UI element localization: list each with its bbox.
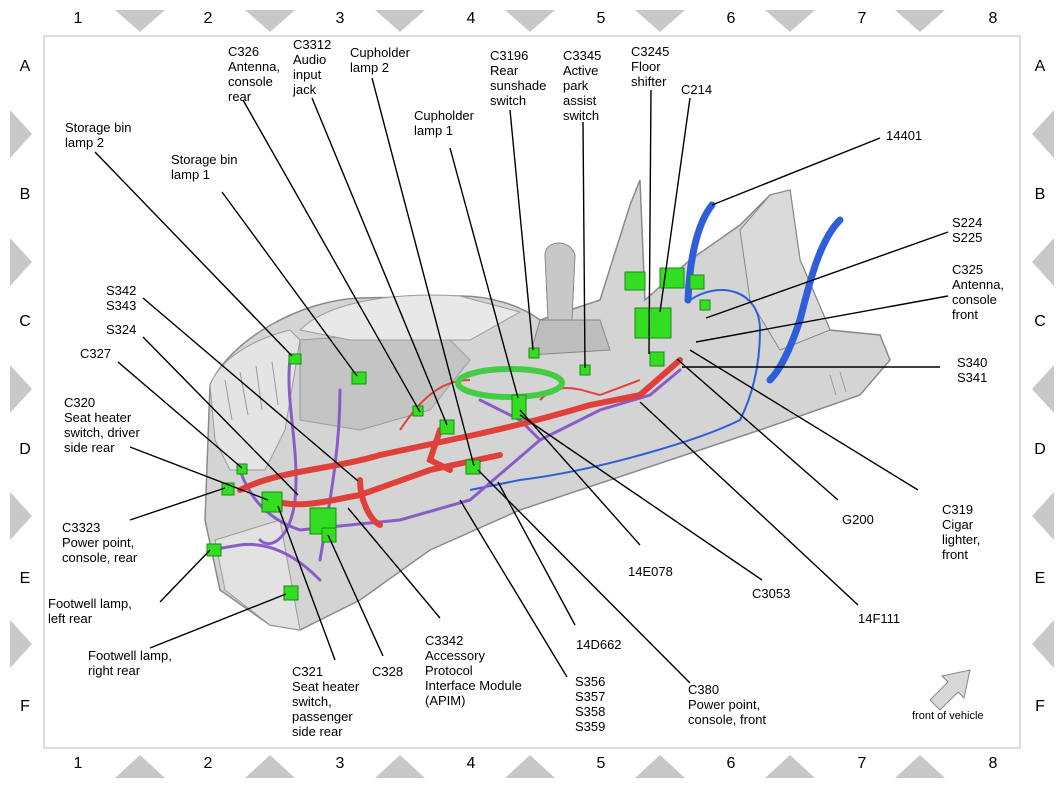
grid-row-left-A: A xyxy=(19,58,31,75)
label-c327: C327 xyxy=(80,346,112,361)
grid-col-bottom-5: 5 xyxy=(596,755,606,772)
right-border-triangles xyxy=(1032,110,1054,668)
grid-col-bottom-7: 7 xyxy=(857,755,867,772)
grid-col-top-7: 7 xyxy=(857,10,867,27)
grid-row-right-F: F xyxy=(1035,698,1045,715)
grid-col-bottom-4: 4 xyxy=(466,755,476,772)
grid-row-right-D: D xyxy=(1034,441,1046,458)
grid-row-left-F: F xyxy=(20,698,30,715)
label-14f111: 14F111 xyxy=(858,611,901,626)
grid-col-bottom-6: 6 xyxy=(726,755,736,772)
label-footwell-lamp-left: Footwell lamp,left rear xyxy=(48,596,132,626)
console-body xyxy=(204,179,891,631)
label-c214: C214 xyxy=(681,82,713,97)
grid-row-right-C: C xyxy=(1034,313,1046,330)
grid-row-right-A: A xyxy=(1034,58,1046,75)
grid-col-top-3: 3 xyxy=(335,10,345,27)
grid-row-left-C: C xyxy=(19,313,31,330)
grid-row-left-E: E xyxy=(19,570,31,587)
front-arrow-icon xyxy=(929,669,971,711)
label-front-of-vehicle: front of vehicle xyxy=(912,710,984,722)
left-border-triangles xyxy=(10,110,32,668)
grid-row-right-B: B xyxy=(1034,186,1046,203)
grid-col-top-6: 6 xyxy=(726,10,736,27)
grid-row-left-B: B xyxy=(19,186,31,203)
grid-col-top-8: 8 xyxy=(988,10,998,27)
grid-col-bottom-3: 3 xyxy=(335,755,345,772)
top-border-triangles xyxy=(115,10,945,32)
connectors xyxy=(206,267,711,601)
label-c328: C328 xyxy=(372,664,404,679)
grid-col-top-5: 5 xyxy=(596,10,606,27)
grid-col-bottom-8: 8 xyxy=(988,755,998,772)
grid-col-top-2: 2 xyxy=(203,10,213,27)
label-s324: S324 xyxy=(106,322,137,337)
bottom-border-triangles xyxy=(115,755,945,778)
label-14d662: 14D662 xyxy=(576,637,622,652)
grid-col-top-4: 4 xyxy=(466,10,476,27)
grid-col-top-1: 1 xyxy=(73,10,83,27)
grid-row-right-E: E xyxy=(1034,570,1046,587)
leader-lines xyxy=(94,77,949,684)
grid-row-left-D: D xyxy=(19,441,31,458)
label-footwell-lamp-right: Footwell lamp,right rear xyxy=(88,648,172,678)
grid-col-bottom-2: 2 xyxy=(203,755,213,772)
grid-col-bottom-1: 1 xyxy=(73,755,83,772)
label-g200: G200 xyxy=(842,512,874,527)
label-14401: 14401 xyxy=(886,128,923,143)
diagram-frame xyxy=(43,35,1021,749)
label-c3053: C3053 xyxy=(752,586,791,601)
label-14e078: 14E078 xyxy=(628,564,673,579)
